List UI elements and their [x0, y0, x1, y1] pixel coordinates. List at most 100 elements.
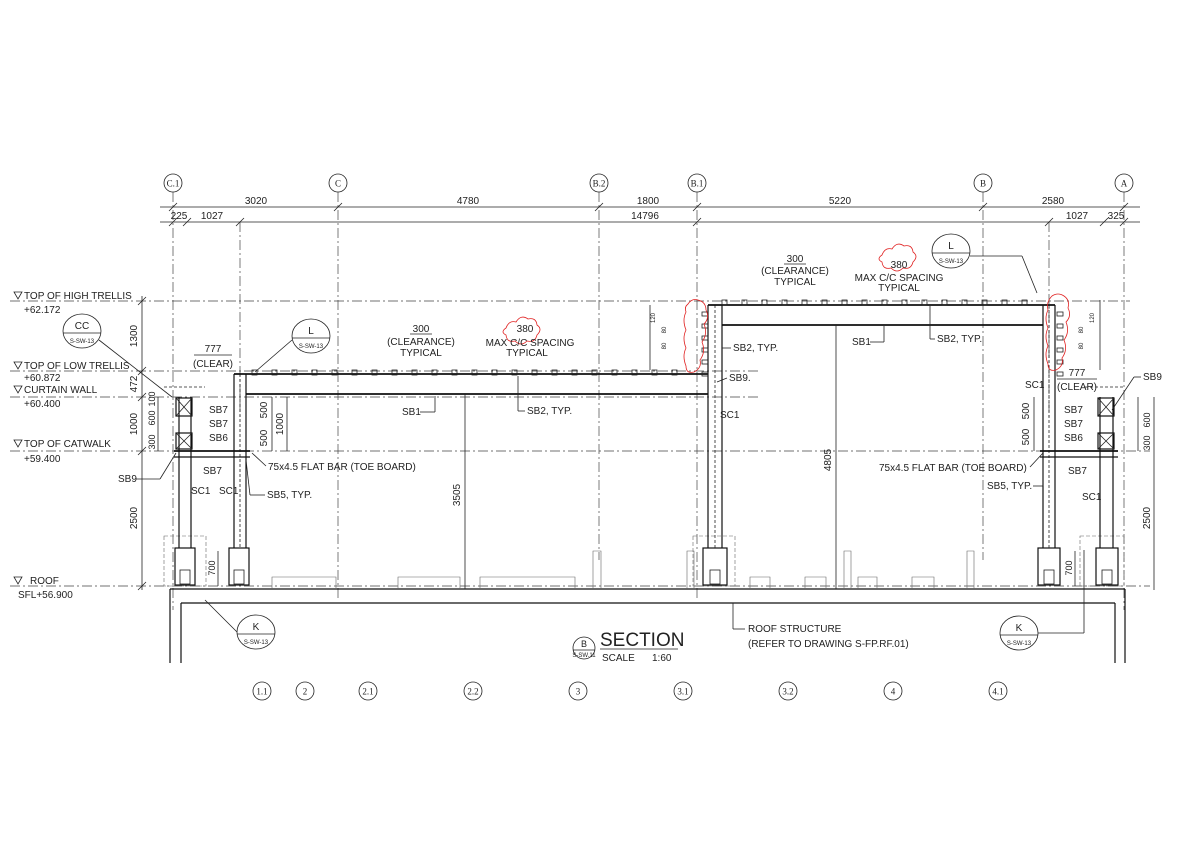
- note-spacing-left: 380 MAX C/C SPACING TYPICAL: [486, 324, 575, 359]
- svg-text:(CLEAR): (CLEAR): [1057, 382, 1097, 393]
- svg-text:777: 777: [1069, 368, 1086, 379]
- svg-text:120: 120: [1090, 312, 1096, 323]
- svg-text:SB1: SB1: [402, 407, 421, 418]
- svg-text:SB9: SB9: [1143, 372, 1162, 383]
- svg-text:380: 380: [517, 324, 534, 335]
- svg-text:TYPICAL: TYPICAL: [774, 277, 816, 288]
- svg-text:(CLEAR): (CLEAR): [193, 359, 233, 370]
- dimension-text: 1800: [637, 196, 660, 207]
- svg-text:SB7: SB7: [1064, 405, 1083, 416]
- columns: [178, 305, 1114, 548]
- svg-text:SB2, TYP.: SB2, TYP.: [937, 334, 982, 345]
- svg-text:1000: 1000: [275, 412, 286, 435]
- svg-text:380: 380: [891, 260, 908, 271]
- grid-label: 3.2: [782, 687, 793, 697]
- svg-text:S-SW-13: S-SW-13: [299, 344, 324, 350]
- roof-slab: [169, 550, 1126, 663]
- svg-text:S-SW-13: S-SW-13: [939, 259, 964, 265]
- callout-l-right: L S-SW-13: [931, 233, 1038, 294]
- level-low-trellis: TOP OF LOW TRELLIS +60.872: [13, 361, 130, 384]
- grid-label: 2.1: [362, 687, 373, 697]
- callout-cc: CC S-SW-13: [62, 313, 173, 398]
- note-clearance-left: 300 (CLEARANCE) TYPICAL: [387, 324, 455, 359]
- grid-label: C.1: [167, 179, 180, 189]
- svg-text:1000: 1000: [129, 412, 140, 435]
- dimension-text: 2580: [1042, 196, 1065, 207]
- note-roof-structure: ROOF STRUCTURE (REFER TO DRAWING S-FP.RF…: [732, 603, 909, 650]
- svg-text:SB9: SB9: [118, 474, 137, 485]
- svg-text:75x4.5 FLAT BAR (TOE BOARD): 75x4.5 FLAT BAR (TOE BOARD): [268, 462, 416, 473]
- svg-text:777: 777: [205, 344, 222, 355]
- callout-l-left: L S-SW-13: [254, 318, 331, 373]
- grid-label: C: [335, 179, 341, 189]
- note-clearance-right: 300 (CLEARANCE) TYPICAL: [761, 254, 829, 288]
- dimension-text: 5220: [829, 196, 852, 207]
- grid-label: 2: [303, 687, 308, 697]
- level-curtain-wall: CURTAIN WALL +60.400: [13, 385, 98, 410]
- column-footings: 700 700: [163, 535, 1125, 587]
- grid-bubble: B: [973, 173, 993, 193]
- svg-text:TOP OF CATWALK: TOP OF CATWALK: [24, 439, 111, 450]
- note-toe-board-right: 75x4.5 FLAT BAR (TOE BOARD): [879, 452, 1044, 474]
- svg-text:700: 700: [207, 560, 217, 575]
- grid-label: 4: [891, 687, 896, 697]
- svg-text:500: 500: [1021, 428, 1032, 445]
- trellis-slats-high: [721, 299, 1028, 306]
- svg-text:80: 80: [1079, 326, 1085, 333]
- level-roof: ROOF SFL+56.900: [13, 576, 73, 601]
- svg-text:500: 500: [259, 401, 270, 418]
- svg-text:S-SW-13: S-SW-13: [1007, 641, 1032, 647]
- svg-text:SCALE: SCALE: [602, 653, 635, 664]
- grid-label: 2.2: [467, 687, 478, 697]
- dimension-chain-top: 3020 4780 1800 5220 2580 225 1027 14796 …: [160, 196, 1140, 227]
- svg-text:(CLEARANCE): (CLEARANCE): [761, 266, 829, 277]
- dimension-text: 325: [1108, 211, 1125, 222]
- grid-bubble: C.1: [163, 173, 183, 193]
- svg-text:SC1: SC1: [720, 410, 740, 421]
- grid-label: B: [980, 179, 986, 189]
- svg-text:TOP OF HIGH TRELLIS: TOP OF HIGH TRELLIS: [24, 291, 132, 302]
- svg-text:80: 80: [1079, 342, 1085, 349]
- svg-text:MAX C/C SPACING: MAX C/C SPACING: [855, 273, 944, 284]
- note-clear-right: 777 (CLEAR): [1057, 368, 1097, 393]
- svg-text:S-SW-13: S-SW-13: [244, 640, 269, 646]
- svg-text:1300: 1300: [129, 324, 140, 347]
- grid-label: B.2: [593, 179, 606, 189]
- member-labels: SB1 SB2, TYP. SB2, TYP. SB9. SB1 SB2, TY…: [118, 306, 1162, 503]
- svg-text:TYPICAL: TYPICAL: [506, 348, 548, 359]
- svg-text:500: 500: [259, 429, 270, 446]
- svg-text:SB2, TYP.: SB2, TYP.: [733, 343, 778, 354]
- svg-text:SC1: SC1: [1025, 380, 1045, 391]
- svg-text:MAX C/C SPACING: MAX C/C SPACING: [486, 338, 575, 349]
- svg-text:+59.400: +59.400: [24, 454, 61, 465]
- svg-text:3505: 3505: [452, 483, 463, 506]
- grid-label: 3.1: [677, 687, 688, 697]
- svg-text:120: 120: [651, 312, 657, 323]
- svg-text:500: 500: [1021, 402, 1032, 419]
- dimension-text: 1027: [1066, 211, 1089, 222]
- svg-text:2500: 2500: [129, 506, 140, 529]
- svg-text:TYPICAL: TYPICAL: [878, 283, 920, 294]
- svg-text:S-SW.11: S-SW.11: [572, 653, 596, 659]
- svg-text:SB1: SB1: [852, 337, 871, 348]
- svg-text:TYPICAL: TYPICAL: [400, 348, 442, 359]
- svg-text:SC1: SC1: [219, 486, 239, 497]
- svg-text:(REFER TO DRAWING S-FP.RF.01): (REFER TO DRAWING S-FP.RF.01): [748, 639, 909, 650]
- svg-text:SC1: SC1: [1082, 492, 1102, 503]
- svg-text:80: 80: [662, 326, 668, 333]
- beams: [164, 304, 1125, 458]
- svg-text:SB7: SB7: [203, 466, 222, 477]
- grid-bubbles-bottom: 1.1 2 2.1 2.2 3 3.1 3.2 4 4.1: [252, 681, 1008, 701]
- svg-text:75x4.5 FLAT BAR (TOE BOARD): 75x4.5 FLAT BAR (TOE BOARD): [879, 463, 1027, 474]
- svg-text:300: 300: [413, 324, 430, 335]
- svg-text:(CLEARANCE): (CLEARANCE): [387, 337, 455, 348]
- note-toe-board-left: 75x4.5 FLAT BAR (TOE BOARD): [251, 452, 416, 473]
- small-dimension-ticks: 120 80 80 120 80 80: [651, 312, 1096, 349]
- grid-label: 4.1: [992, 687, 1003, 697]
- svg-text:L: L: [308, 326, 314, 337]
- dimension-text: 1027: [201, 211, 224, 222]
- note-clear-left: 777 (CLEAR): [193, 344, 233, 370]
- svg-text:SB6: SB6: [209, 433, 228, 444]
- svg-text:600: 600: [1142, 412, 1152, 427]
- svg-text:700: 700: [1064, 560, 1074, 575]
